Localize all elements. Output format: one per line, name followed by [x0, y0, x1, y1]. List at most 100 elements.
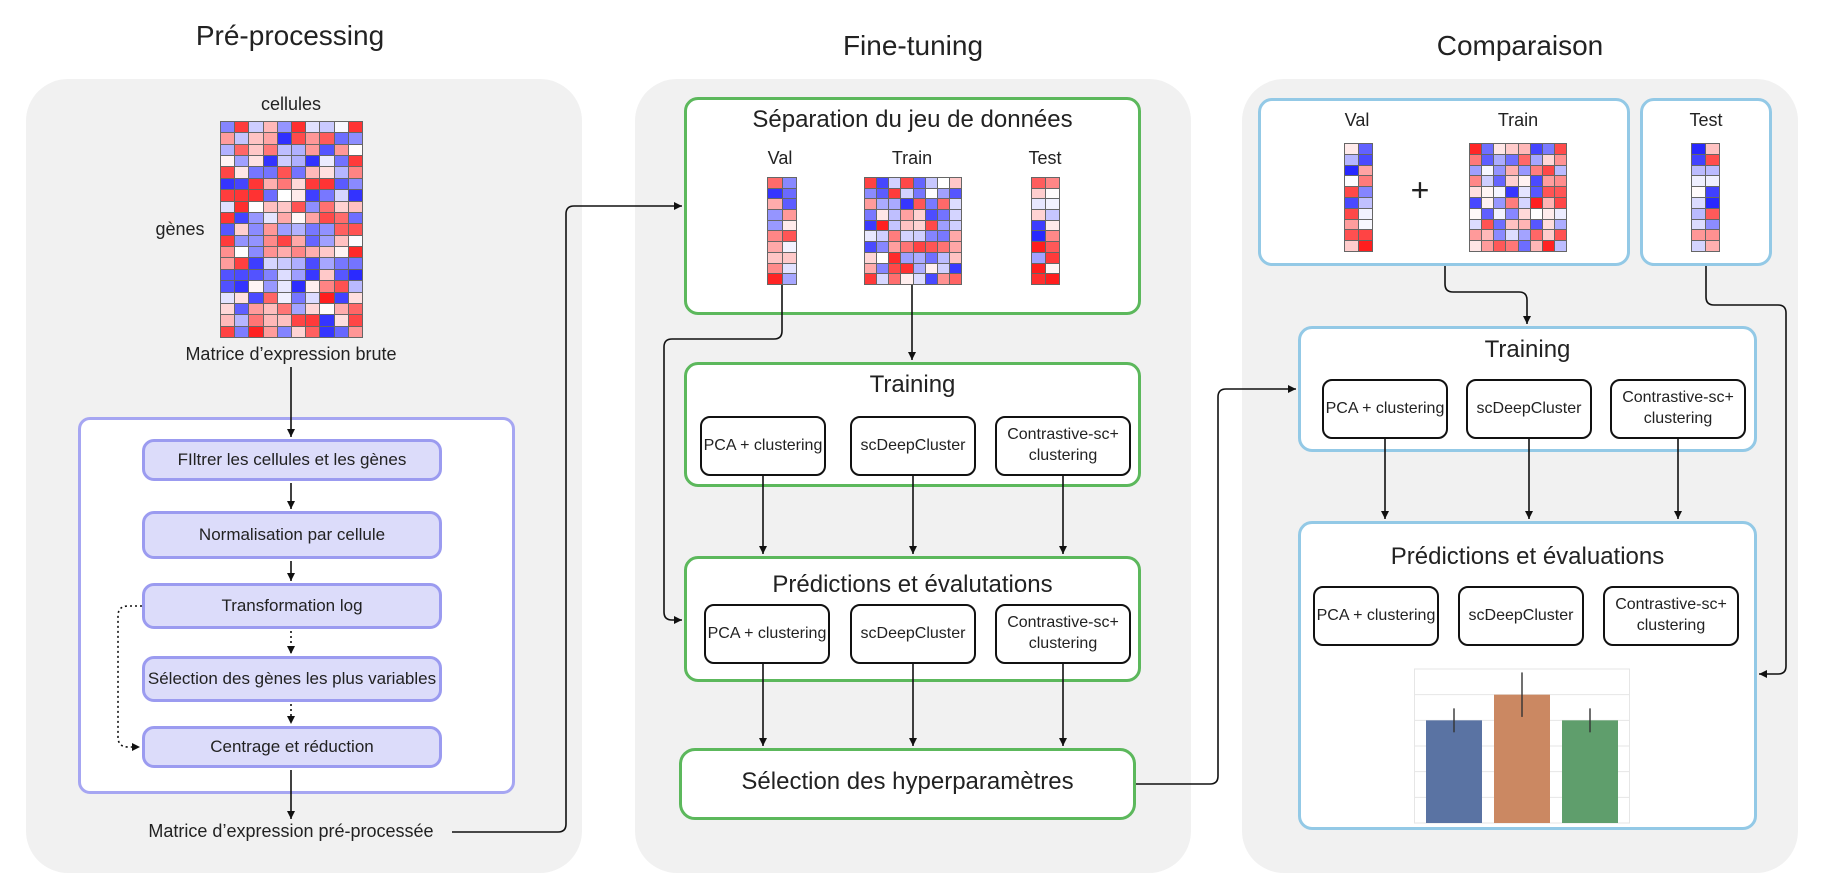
heatmap-cell	[277, 315, 291, 326]
heatmap-cell	[1482, 165, 1494, 176]
heatmap-cell	[221, 247, 235, 258]
heatmap-cell	[334, 212, 348, 224]
heatmap-cell	[348, 235, 362, 247]
heatmap-cell	[1494, 219, 1506, 230]
heatmap-cell	[1506, 219, 1518, 230]
heatmap-cell	[263, 167, 277, 178]
heatmap-cell	[320, 201, 334, 212]
heatmap-cell	[877, 274, 889, 284]
heatmap-cell	[1482, 176, 1494, 187]
heatmap-cell	[782, 220, 796, 231]
heatmap-cell	[949, 231, 961, 242]
heatmap-cell	[334, 178, 348, 190]
heatmap-cell	[291, 122, 306, 133]
heatmap-cell	[937, 252, 949, 263]
heatmap-cell	[865, 252, 877, 263]
heatmap-cell	[937, 231, 949, 242]
heatmap-cell	[782, 231, 796, 242]
heatmap-cell	[291, 156, 306, 167]
heatmap-cell	[1494, 230, 1506, 241]
heatmap-cell	[937, 188, 949, 199]
heatmap-cell	[1706, 176, 1719, 187]
heatmap-cell	[306, 303, 320, 315]
heatmap-cell	[1530, 176, 1542, 187]
heatmap-cell	[889, 178, 901, 188]
heatmap-cell	[925, 210, 937, 220]
cmp-pred-contrastive: Contrastive-sc+ clustering	[1603, 586, 1739, 646]
heatmap-cell	[277, 269, 291, 281]
heatmap-cell	[277, 258, 291, 269]
heatmap-cell	[937, 274, 949, 284]
heatmap-cell	[1506, 241, 1518, 251]
heatmap-cell	[865, 220, 877, 231]
raw-matrix-caption: Matrice d’expression brute	[185, 344, 397, 364]
heatmap-cell	[320, 212, 334, 224]
heatmap-cell	[334, 235, 348, 247]
heatmap-cell	[1482, 241, 1494, 251]
heatmap-cell	[277, 212, 291, 224]
heatmap-cell	[1494, 208, 1506, 219]
heatmap-cell	[1518, 208, 1530, 219]
heatmap-cell	[263, 292, 277, 303]
heatmap-cell	[348, 292, 362, 303]
heatmap-cell	[1046, 274, 1059, 284]
heatmap-cell	[1518, 219, 1530, 230]
heatmap-cell	[1032, 231, 1045, 242]
heatmap-cell	[334, 224, 348, 235]
heatmap-cell	[291, 269, 306, 281]
heatmap-cell	[249, 201, 263, 212]
heatmap-cell	[334, 326, 348, 337]
heatmap-cell	[235, 144, 249, 156]
cmp-training-pca: PCA + clustering	[1322, 379, 1448, 439]
heatmap-cell	[768, 274, 782, 284]
heatmap-cell	[901, 199, 913, 210]
heatmap-cell	[1518, 230, 1530, 241]
heatmap-cell	[221, 292, 235, 303]
heatmap-cell	[221, 133, 235, 144]
heatmap-cell	[865, 188, 877, 199]
heatmap-cell	[1706, 187, 1719, 197]
heatmap-cell	[1506, 144, 1518, 154]
heatmap-cell	[925, 242, 937, 252]
heatmap-cell	[1518, 176, 1530, 187]
heatmap-cell	[1554, 165, 1566, 176]
heatmap-cell	[263, 178, 277, 190]
heatmap-cell	[221, 235, 235, 247]
heatmap-cell	[1470, 208, 1482, 219]
heatmap-cell	[1494, 241, 1506, 251]
heatmap-cell	[1542, 187, 1554, 197]
split-val-label: Val	[767, 148, 793, 168]
heatmap-cell	[1470, 187, 1482, 197]
heatmap-cell	[1470, 219, 1482, 230]
heatmap-cell	[334, 258, 348, 269]
heatmap-cell	[1530, 219, 1542, 230]
heatmap-cell	[768, 242, 782, 252]
heatmap-cell	[334, 281, 348, 292]
heatmap-cell	[249, 292, 263, 303]
heatmap-cell	[306, 190, 320, 201]
heatmap-cell	[865, 242, 877, 252]
heatmap-cell	[306, 178, 320, 190]
heatmap-cell	[348, 258, 362, 269]
heatmap-cell	[249, 315, 263, 326]
heatmap-cell	[1046, 178, 1059, 188]
heatmap-cell	[334, 315, 348, 326]
heatmap-cell	[306, 224, 320, 235]
processed-matrix-caption: Matrice d’expression pré-processée	[148, 821, 434, 841]
heatmap-cell	[235, 122, 249, 133]
heatmap-cell	[1530, 241, 1542, 251]
heatmap-cell	[1470, 165, 1482, 176]
heatmap-cell	[949, 210, 961, 220]
heatmap-cell	[221, 269, 235, 281]
heatmap-cell	[306, 292, 320, 303]
heatmap-cell	[889, 199, 901, 210]
heatmap-cell	[1692, 198, 1705, 208]
heatmap-cell	[1506, 187, 1518, 197]
ft-pred-contrastive: Contrastive-sc+ clustering	[995, 604, 1131, 664]
heatmap-cell	[1359, 230, 1372, 241]
heatmap-cell	[1692, 241, 1705, 251]
heatmap-cell	[1470, 241, 1482, 251]
heatmap-cell	[901, 274, 913, 284]
heatmap-cell	[1359, 198, 1372, 208]
heatmap-cell	[277, 303, 291, 315]
